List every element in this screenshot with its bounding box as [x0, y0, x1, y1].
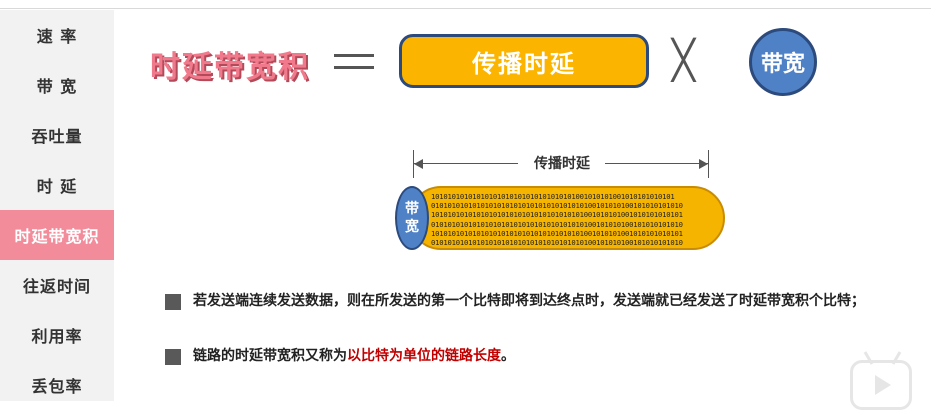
bullet-second: 链路的时延带宽积又称为以比特为单位的链路长度。 — [165, 346, 885, 367]
equals-sign — [334, 50, 374, 72]
multiply-sign: ╳ — [672, 38, 695, 82]
bullet-square-icon — [165, 349, 181, 365]
bit-row: 1010101010101010101010101010101010101001… — [431, 229, 715, 238]
sidebar-item-bandwidth[interactable]: 带 宽 — [0, 60, 114, 110]
link-diagram: 传播时延 10101010101010101010101010101010101… — [395, 150, 730, 255]
page-title: 时延带宽积 — [150, 42, 310, 86]
bullet-second-text: 链路的时延带宽积又称为以比特为单位的链路长度。 — [193, 346, 515, 367]
sidebar-item-delay[interactable]: 时 延 — [0, 160, 114, 210]
dimension-line-right — [605, 163, 708, 164]
bullet-second-suffix: 。 — [501, 348, 515, 364]
sidebar-item-utilization[interactable]: 利用率 — [0, 310, 114, 360]
bit-row: 1010101010101010101010101010101010100101… — [431, 247, 715, 250]
sidebar-item-delay-bandwidth-product[interactable]: 时延带宽积 — [0, 210, 114, 260]
bandwidth-char-1: 带 — [405, 200, 419, 218]
bullet-first-text: 若发送端连续发送数据，则在所发送的第一个比特即将到达终点时，发送端就已经发送了时… — [193, 291, 865, 312]
sidebar-item-throughput[interactable]: 吞吐量 — [0, 110, 114, 160]
bullet-first: 若发送端连续发送数据，则在所发送的第一个比特即将到达终点时，发送端就已经发送了时… — [165, 291, 885, 312]
bandwidth-circle: 带宽 — [749, 28, 817, 96]
bit-stream: 1010101010101010101010101010101010100101… — [431, 192, 715, 250]
bit-row: 1010101010101010101010101010101010100101… — [431, 192, 715, 201]
play-triangle-icon — [875, 375, 891, 395]
bit-row: 1010101010101010101010101010101010101001… — [431, 210, 715, 219]
bullet-second-prefix: 链路的时延带宽积又称为 — [193, 348, 347, 364]
bandwidth-char-2: 宽 — [405, 218, 419, 236]
sidebar-item-rtt[interactable]: 往返时间 — [0, 260, 114, 310]
dimension-tick-right — [708, 150, 709, 178]
play-icon[interactable] — [850, 360, 912, 410]
play-icon-ear-right — [892, 351, 902, 365]
bullet-second-highlight: 以比特为单位的链路长度 — [347, 348, 501, 364]
bandwidth-end-cap: 带 宽 — [395, 186, 429, 250]
bit-row: 0101010101010101010101010101010101010100… — [431, 220, 715, 229]
propagation-delay-box: 传播时延 — [399, 34, 649, 88]
arrow-left-icon — [414, 159, 423, 169]
bit-row: 0101010101010101010101010101010101010100… — [431, 238, 715, 247]
dimension-line-left — [414, 163, 518, 164]
sidebar-item-packet-loss[interactable]: 丢包率 — [0, 360, 114, 410]
link-tube: 1010101010101010101010101010101010100101… — [409, 186, 725, 250]
dimension-label: 传播时延 — [525, 153, 599, 173]
bit-row: 0101010101010101010101010101010101010100… — [431, 201, 715, 210]
sidebar-item-rate[interactable]: 速 率 — [0, 10, 114, 60]
bullet-square-icon — [165, 294, 181, 310]
arrow-right-icon — [699, 159, 708, 169]
sidebar-nav: 速 率 带 宽 吞吐量 时 延 时延带宽积 往返时间 利用率 丢包率 — [0, 10, 114, 401]
top-divider — [0, 8, 931, 9]
